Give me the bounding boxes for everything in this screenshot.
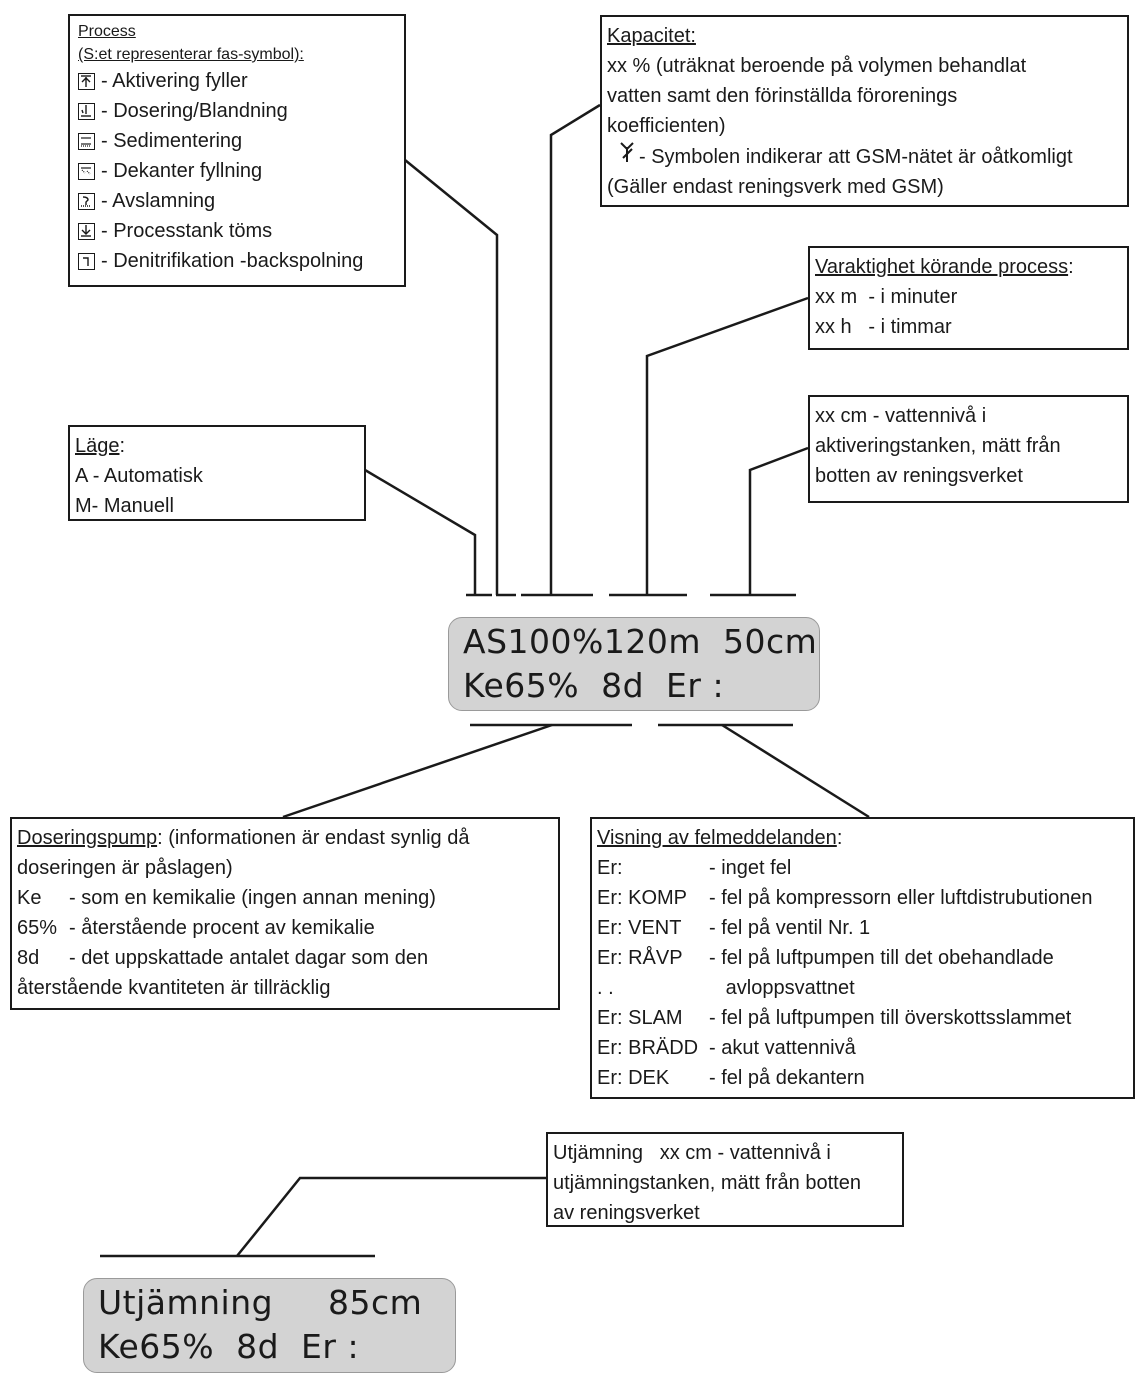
dosing-mixing-icon [78,102,95,120]
dosing-last-line: återstående kvantiteten är tillräcklig [17,977,331,999]
process-item: - Sedimentering [78,126,400,156]
gsm-unavailable-icon [617,141,639,172]
process-item: - Denitrifikation -backspolning [78,246,400,276]
equalization-line-2: utjämningstanken, mätt från botten [553,1172,861,1194]
process-item-label: - Dekanter fyllning [101,160,263,182]
error-code: Er: BRÄDD [597,1037,699,1059]
activation-fill-icon [78,72,95,90]
capacity-box: Kapacitet: xx % (uträknat beroende på vo… [600,15,1129,207]
error-messages-box: Visning av felmeddelanden: Er: - inget fe… [590,817,1135,1099]
process-connector [404,159,499,595]
dosing-key: 8d [17,947,40,969]
equalization-line-1: Utjämning xx cm - vattennivå i [553,1142,831,1164]
error-desc: avloppsvattnet [709,977,855,999]
dosing-desc: - som en kemikalie (ingen annan mening) [69,887,436,909]
mode-automatic: A - Automatisk [75,465,203,487]
water-level-box: xx cm - vattennivå i aktiveringstanken, … [808,395,1129,503]
display-line-1: AS100%120m 50cm [463,622,818,661]
capacity-line-1: xx % (uträknat beroende på volymen behan… [607,55,1027,77]
equalization-box: Utjämning xx cm - vattennivå i utjämning… [546,1132,904,1227]
display-line-2: Ke65% 8d Er : [463,666,725,705]
equalization-connector [236,1176,547,1257]
equalization-lcd-display: Utjämning 85cm Ke65% 8d Er : [83,1278,456,1373]
error-code: Er: [597,857,623,879]
level-connector [748,446,809,595]
errors-title: Visning av felmeddelanden [597,827,837,849]
dosing-key: 65% [17,917,58,939]
process-item-label: - Dosering/Blandning [101,100,288,122]
process-item: - Dosering/Blandning [78,96,400,126]
process-item-label: - Processtank töms [101,220,273,242]
sedimentation-icon [78,132,95,150]
error-desc: - inget fel [709,857,792,879]
dosing-connector [282,723,553,819]
dosing-key: Ke [17,887,42,909]
tank-empty-icon [78,222,95,240]
level-line-1: xx cm - vattennivå i [815,405,987,427]
dosing-pump-box: Doseringspump: (informationen är endast … [10,817,560,1010]
level-line-3: botten av reningsverket [815,465,1023,487]
desludging-icon [78,192,95,210]
process-item: - Processtank töms [78,216,400,246]
process-legend-box: Process (S:et representerar fas-symbol):… [68,14,406,287]
dosing-desc: - återstående procent av kemikalie [69,917,375,939]
dosing-title: Doseringspump [17,827,158,849]
denitrification-icon [78,252,95,270]
capacity-line-2: vatten samt den förinställda förorenings [607,85,958,107]
process-item: - Dekanter fyllning [78,156,400,186]
error-desc: - fel på kompressorn eller luftdistrubut… [709,887,1093,909]
errors-title-suffix: : [836,827,843,849]
gsm-row: - Symbolen indikerar att GSM-nätet är oå… [607,141,1123,172]
decant-fill-icon [78,162,95,180]
eq-display-line-1: Utjämning 85cm [98,1283,423,1322]
eq-display-line-2: Ke65% 8d Er : [98,1327,360,1366]
error-code: Er: SLAM [597,1007,683,1029]
duration-hours: xx h - i timmar [815,316,952,338]
equalization-line-3: av reningsverket [553,1202,700,1224]
duration-minutes: xx m - i minuter [815,286,958,308]
error-desc: - fel på luftpumpen till det obehandlade [709,947,1054,969]
duration-box: Varaktighet körande process: xx m - i mi… [808,246,1129,350]
error-code: . . [597,977,614,999]
error-code: Er: KOMP [597,887,688,909]
process-item: - Aktivering fyller [78,66,400,96]
error-desc: - fel på ventil Nr. 1 [709,917,871,939]
error-desc: - fel på dekantern [709,1067,865,1089]
level-line-2: aktiveringstanken, mätt från [815,435,1061,457]
error-desc: - akut vattennivå [709,1037,856,1059]
dosing-desc: - det uppskattade antalet dagar som den [69,947,429,969]
dosing-line-2: doseringen är påslagen) [17,857,233,879]
mode-connector [364,468,477,595]
process-item-label: - Sedimentering [101,130,243,152]
error-code: Er: DEK [597,1067,670,1089]
capacity-connector [549,103,601,595]
dosing-title-rest: : (informationen är endast synlig då [157,827,470,849]
process-item-label: - Avslamning [101,190,216,212]
main-lcd-display: AS100%120m 50cm Ke65% 8d Er : [448,617,820,711]
process-subtitle: (S:et representerar fas-symbol): [78,46,304,63]
process-item-label: - Denitrifikation -backspolning [101,250,364,272]
error-code: Er: RÅVP [597,947,683,969]
mode-title: Läge [75,435,120,457]
duration-title-suffix: : [1068,256,1074,278]
capacity-title: Kapacitet: [607,25,696,47]
process-title: Process [78,23,136,40]
duration-connector [645,296,809,595]
process-item: - Avslamning [78,186,400,216]
process-item-label: - Aktivering fyller [101,70,248,92]
mode-title-suffix: : [119,435,126,457]
duration-title: Varaktighet körande process [815,256,1069,278]
error-desc: - fel på luftpumpen till överskottsslamm… [709,1007,1072,1029]
gsm-note: (Gäller endast reningsverk med GSM) [607,176,944,198]
errors-connector [721,723,870,819]
mode-box: Läge: A - Automatisk M- Manuell [68,425,366,521]
error-code: Er: VENT [597,917,682,939]
mode-manual: M- Manuell [75,495,174,517]
gsm-line: - Symbolen indikerar att GSM-nätet är oå… [639,145,1073,168]
capacity-line-3: koefficienten) [607,115,726,137]
